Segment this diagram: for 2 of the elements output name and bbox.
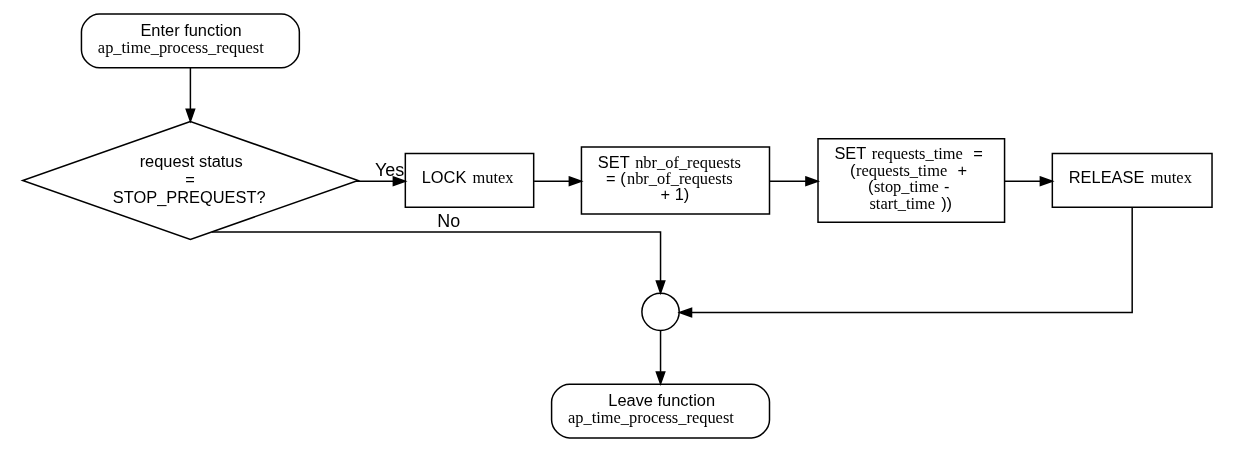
edge-label: No <box>436 210 460 231</box>
edge-label: Yes <box>374 160 404 181</box>
